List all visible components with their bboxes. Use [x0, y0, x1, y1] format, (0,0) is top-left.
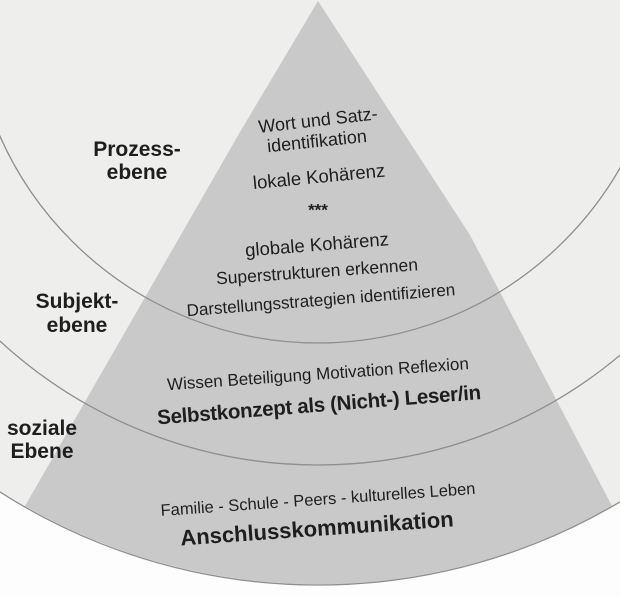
- level-label-line: ebene: [106, 161, 168, 184]
- process-level-arc: [0, 134, 620, 344]
- beam-line-asterisks: ***: [308, 200, 328, 220]
- level-label-prozessebene: Prozess- ebene: [93, 138, 181, 184]
- level-label-subjektebene: Subjekt- ebene: [36, 290, 119, 338]
- beam-wedge: [25, 1, 612, 585]
- level-label-line: Ebene: [10, 440, 74, 463]
- social-level-arc: [0, 491, 620, 586]
- subject-level-arc: [0, 340, 620, 466]
- level-label-line: Subjekt-: [35, 290, 119, 313]
- level-label-line: ebene: [46, 314, 108, 337]
- level-label-line: Prozess-: [93, 138, 181, 161]
- level-label-soziale-ebene: soziale Ebene: [7, 417, 77, 463]
- level-label-line: soziale: [6, 417, 78, 440]
